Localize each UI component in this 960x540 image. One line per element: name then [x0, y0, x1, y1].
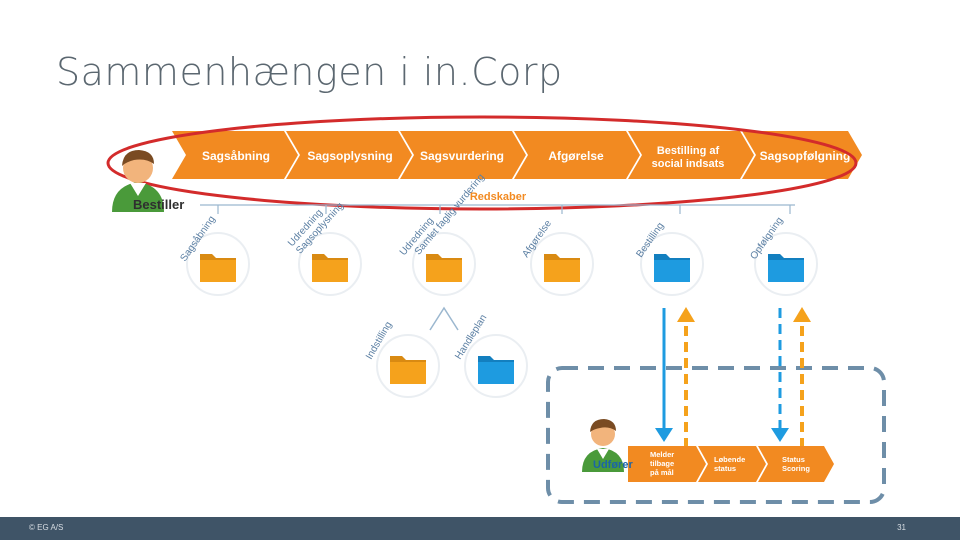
folder-handleplan[interactable]	[464, 334, 528, 398]
step-label-1: Sagsåbning	[202, 149, 270, 163]
udfoerer-step-3	[758, 446, 834, 482]
step-label-6: Sagsopfølgning	[760, 149, 851, 163]
process-step-labels: Sagsåbning Sagsoplysning Sagsvurdering A…	[202, 145, 850, 170]
arrow-down-right	[771, 308, 789, 442]
step-label-3: Sagsvurdering	[420, 149, 504, 163]
process-diagram: Sagsåbning Sagsoplysning Sagsvurdering A…	[106, 115, 886, 504]
bestiller-label: Bestiller	[133, 197, 184, 212]
page-title: Sammenhængen i in.Corp	[56, 50, 563, 94]
process-step-afgoerelse	[514, 131, 640, 179]
step-label-2: Sagsoplysning	[307, 149, 392, 163]
top-folders	[186, 232, 818, 296]
page-number: 31	[897, 523, 906, 532]
udfoerer-step-2	[698, 446, 766, 482]
redskaber-label: Redskaber	[470, 191, 527, 203]
folder-afgoerelse[interactable]	[530, 232, 594, 296]
bestiller-avatar	[112, 150, 164, 212]
udfoerer-step-1	[628, 446, 706, 482]
process-step-sagsoplysning	[286, 131, 412, 179]
folder-sagsoplysning[interactable]	[298, 232, 362, 296]
step-label-4: Afgørelse	[548, 149, 604, 163]
arrow-up-right	[793, 307, 811, 448]
udfoerer-chevrons	[628, 446, 834, 482]
folder-sagsaabning[interactable]	[186, 232, 250, 296]
copyright-text: © EG A/S	[29, 523, 64, 532]
connector-caret	[429, 306, 459, 331]
process-step-sagsopfoelgning	[742, 131, 862, 179]
folder-indstilling[interactable]	[376, 334, 440, 398]
folder-opfoelgning[interactable]	[754, 232, 818, 296]
folder-samlet-vurdering[interactable]	[412, 232, 476, 296]
footer-bar: © EG A/S 31	[0, 517, 960, 540]
arrow-down-left	[655, 308, 673, 442]
redskaber-label-bg	[455, 188, 545, 202]
process-step-sagsvurdering	[400, 131, 526, 179]
udfoerer-label: Udfører	[593, 459, 633, 471]
process-chevrons	[172, 131, 862, 179]
arrow-up-left	[677, 307, 695, 448]
udfoerer-avatar	[582, 419, 624, 472]
process-step-sagsaabning	[172, 131, 298, 179]
udfoerer-dashed-box	[546, 366, 886, 504]
redskaber-bracket	[200, 204, 795, 214]
folder-bestilling[interactable]	[640, 232, 704, 296]
process-step-bestilling	[628, 131, 754, 179]
highlight-ellipse	[106, 115, 858, 211]
